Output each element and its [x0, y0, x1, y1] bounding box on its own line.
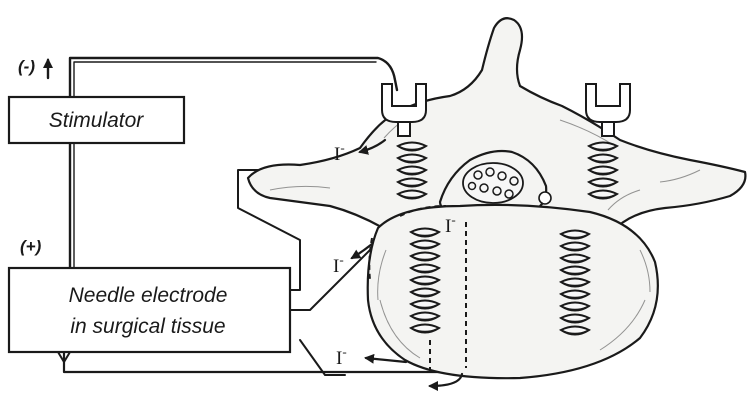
current-arrow-icon — [366, 358, 406, 362]
electrode-label-line2: in surgical tissue — [70, 315, 225, 338]
current-label: I- — [333, 252, 344, 277]
right-body-screw — [561, 231, 589, 335]
vertebra-illustration — [248, 18, 745, 378]
negative-lead-wire — [70, 58, 397, 96]
stimulator-label: Stimulator — [49, 109, 145, 132]
positive-polarity-label: (+) — [20, 237, 42, 256]
left-body-screw — [411, 229, 439, 333]
stimulator-box: Stimulator — [9, 97, 184, 143]
current-indicator-3: I- — [333, 244, 372, 277]
current-label: I- — [336, 344, 347, 369]
needle-electrode-box: Needle electrode in surgical tissue — [9, 268, 290, 352]
positive-terminal: (+) — [20, 237, 42, 256]
negative-terminal: (-) — [18, 57, 48, 78]
electrode-label-line1: Needle electrode — [69, 284, 228, 307]
negative-polarity-label: (-) — [18, 57, 35, 76]
